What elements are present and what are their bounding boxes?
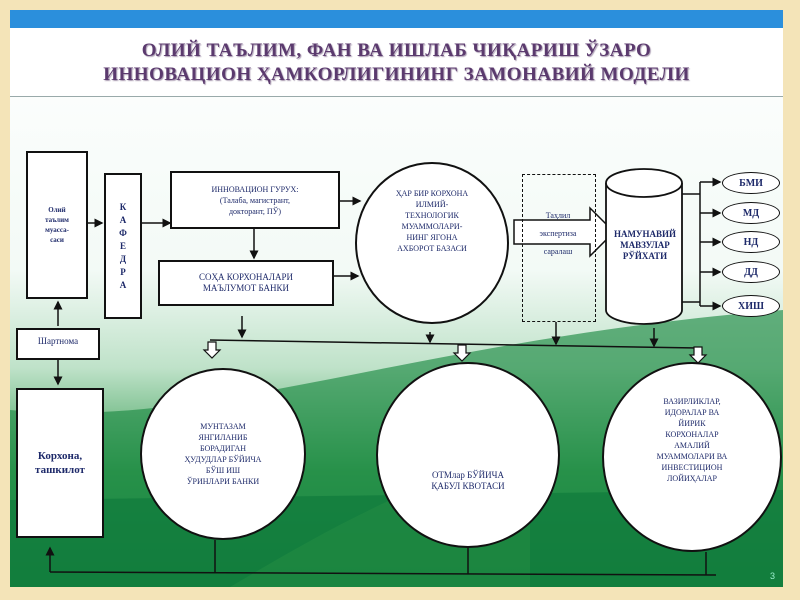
admission-quota-label: ОТМлар БЎЙИЧА ҚАБУЛ КВОТАСИ bbox=[431, 470, 505, 491]
expert-review-label-box: Таҳлил экспертиза саралаш bbox=[522, 204, 594, 264]
page-number: 3 bbox=[769, 571, 775, 581]
slide-title-line-2: ИННОВАЦИОН ҲАМКОРЛИГИНИНГ ЗАМОНАВИЙ МОДЕ… bbox=[103, 64, 690, 85]
university-node: Олий таълим муасса- саси bbox=[26, 151, 88, 299]
output-oval-xish: ХИШ bbox=[722, 295, 780, 317]
connector-lines bbox=[45, 177, 722, 576]
kafedra-letter: К bbox=[119, 201, 127, 212]
title-accent-bar bbox=[10, 10, 783, 28]
unified-database-label: ҲАР БИР КОРХОНА ИЛМИЙ- ТЕХНОЛОГИК МУАММО… bbox=[395, 189, 469, 253]
contract-label: Шартнома bbox=[37, 336, 79, 346]
output-oval-md: МД bbox=[722, 202, 780, 224]
contract-node: Шартнома bbox=[16, 328, 100, 360]
title-box: ОЛИЙ ТАЪЛИМ, ФАН ВА ИШЛАБ ЧИҚАРИШ ЎЗАРО … bbox=[10, 28, 783, 97]
kafedra-letter: Ф bbox=[119, 227, 127, 238]
industry-databank-label: СОҲА КОРХОНАЛАРИ МАЪЛУМОТ БАНКИ bbox=[198, 272, 294, 293]
output-oval-nd: НД bbox=[722, 231, 780, 253]
innovation-group-node: ИННОВАЦИОН ГУРУХ: (Талаба, магистрант, д… bbox=[170, 171, 340, 229]
admission-quota-node: ОТМлар БЎЙИЧА ҚАБУЛ КВОТАСИ bbox=[376, 362, 560, 548]
kafedra-letter: Д bbox=[119, 253, 127, 264]
output-label: ХИШ bbox=[738, 300, 764, 312]
jobs-bank-node: МУНТАЗАМ ЯНГИЛАНИБ БОРАДИГАН ҲУДУДЛАР БЎ… bbox=[140, 368, 306, 540]
expert-review-label: Таҳлил экспертиза саралаш bbox=[539, 211, 577, 256]
output-oval-dd: ДД bbox=[722, 261, 780, 283]
output-label: НД bbox=[743, 236, 759, 248]
unified-database-node: ҲАР БИР КОРХОНА ИЛМИЙ- ТЕХНОЛОГИК МУАММО… bbox=[355, 162, 509, 324]
output-label: ДД bbox=[744, 266, 758, 278]
kafedra-letter: А bbox=[119, 279, 127, 290]
sample-topics-node: НАМУНАВИЙ МАВЗУЛАР РЎЙХАТИ bbox=[606, 220, 684, 270]
expert-review-node bbox=[522, 174, 596, 322]
slide-title-line-1: ОЛИЙ ТАЪЛИМ, ФАН ВА ИШЛАБ ЧИҚАРИШ ЎЗАРО bbox=[141, 40, 652, 61]
enterprise-label: Корхона, ташкилот bbox=[35, 450, 85, 476]
university-label: Олий таълим муасса- саси bbox=[45, 206, 69, 244]
kafedra-letter: Р bbox=[120, 266, 126, 277]
kafedra-node: К А Ф Е Д Р А bbox=[104, 173, 142, 319]
ministries-projects-label: ВАЗИРЛИКЛАР, ИДОРАЛАР ВА ЙИРИК КОРХОНАЛА… bbox=[656, 397, 728, 483]
innovation-group-label: ИННОВАЦИОН ГУРУХ: (Талаба, магистрант, д… bbox=[211, 184, 299, 216]
kafedra-letter: Е bbox=[119, 240, 126, 251]
output-label: МД bbox=[742, 207, 760, 219]
enterprise-node: Корхона, ташкилот bbox=[16, 388, 104, 538]
kafedra-letter: А bbox=[119, 214, 127, 225]
slide-frame: ОЛИЙ ТАЪЛИМ, ФАН ВА ИШЛАБ ЧИҚАРИШ ЎЗАРО … bbox=[10, 10, 783, 587]
jobs-bank-label: МУНТАЗАМ ЯНГИЛАНИБ БОРАДИГАН ҲУДУДЛАР БЎ… bbox=[184, 422, 262, 486]
output-oval-bmi: БМИ bbox=[722, 172, 780, 194]
sample-topics-label: НАМУНАВИЙ МАВЗУЛАР РЎЙХАТИ bbox=[613, 228, 677, 261]
industry-databank-node: СОҲА КОРХОНАЛАРИ МАЪЛУМОТ БАНКИ bbox=[158, 260, 334, 306]
output-label: БМИ bbox=[739, 177, 763, 189]
ministries-projects-node: ВАЗИРЛИКЛАР, ИДОРАЛАР ВА ЙИРИК КОРХОНАЛА… bbox=[602, 362, 782, 552]
